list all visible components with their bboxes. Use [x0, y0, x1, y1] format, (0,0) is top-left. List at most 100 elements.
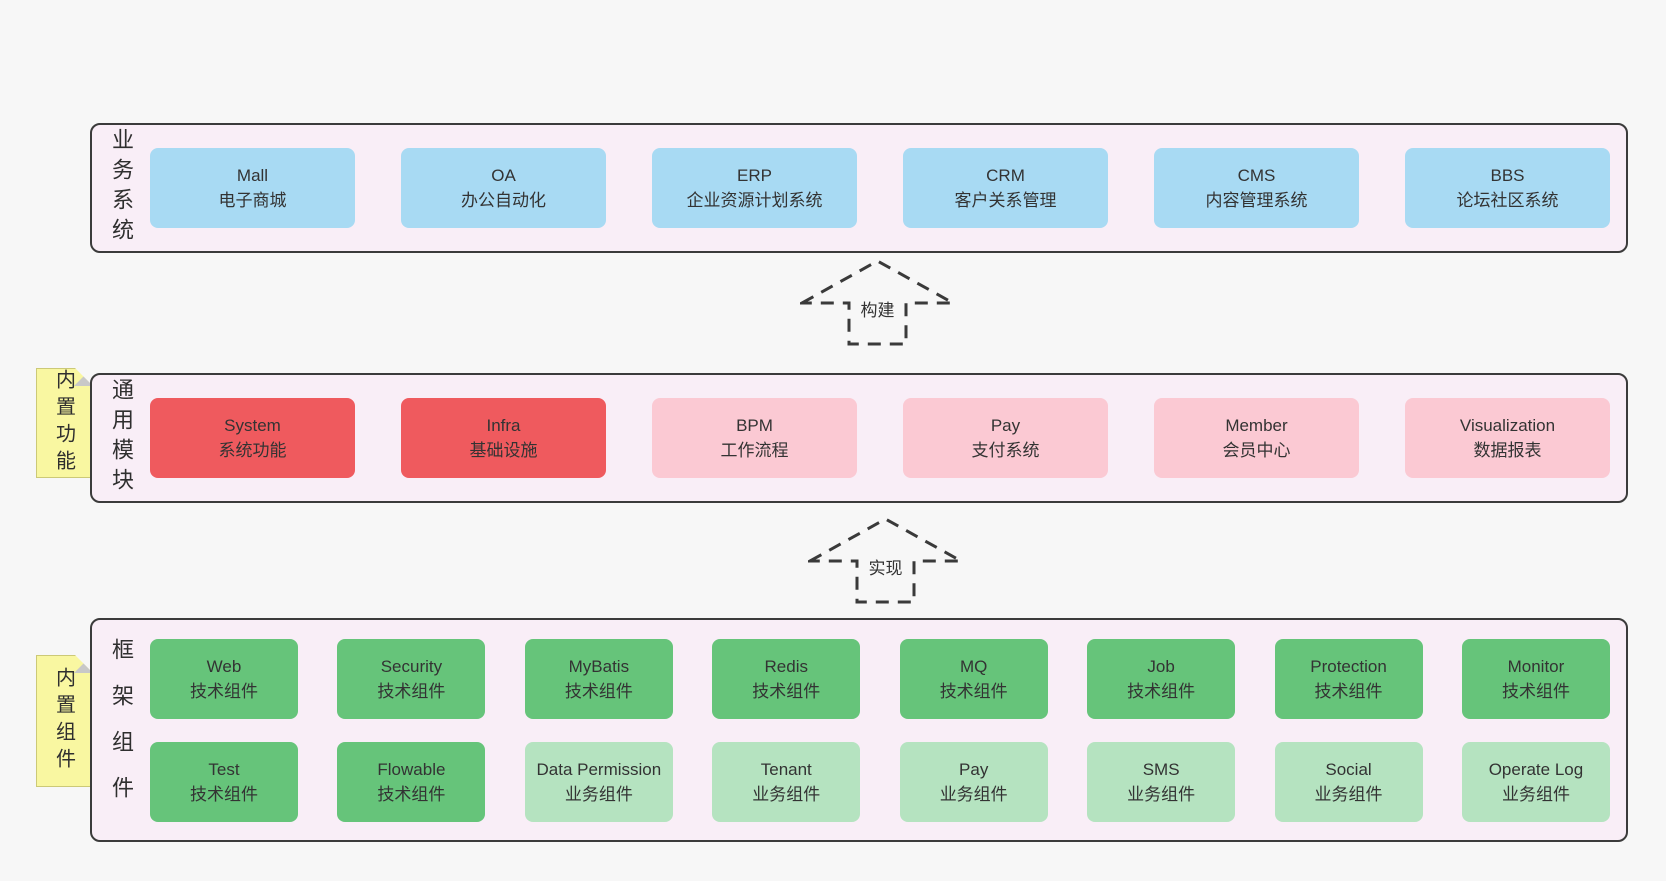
node-mall: Mall 电子商城	[150, 148, 355, 228]
node-subtitle: 业务组件	[939, 784, 1008, 804]
node-title: Pay	[990, 416, 1021, 435]
node-title: Redis	[764, 656, 808, 676]
sticky-note-builtin-features: 内置功能	[36, 368, 92, 478]
node-pay: Pay 支付系统	[903, 398, 1108, 478]
node-operate-log: Operate Log 业务组件	[1461, 741, 1610, 822]
node-bbs: BBS 论坛社区系统	[1405, 148, 1610, 228]
sticky-note-label: 内置功能	[52, 369, 75, 477]
node-subtitle: 技术组件	[1501, 681, 1570, 701]
node-job: Job 技术组件	[1087, 638, 1236, 719]
node-title: MyBatis	[568, 656, 630, 676]
node-subtitle: 技术组件	[1314, 681, 1383, 701]
node-title: Monitor	[1507, 656, 1565, 676]
node-subtitle: 业务组件	[752, 784, 821, 804]
node-redis: Redis 技术组件	[712, 638, 861, 719]
node-subtitle: 会员中心	[1222, 441, 1291, 460]
node-subtitle: 客户关系管理	[954, 191, 1057, 210]
layer-boxes: Web 技术组件 Security 技术组件 MyBatis 技术组件 Redi…	[150, 620, 1626, 840]
node-monitor: Monitor 技术组件	[1461, 638, 1610, 719]
node-mq: MQ 技术组件	[899, 638, 1048, 719]
node-subtitle: 电子商城	[218, 191, 287, 210]
node-security: Security 技术组件	[337, 638, 486, 719]
node-subtitle: 系统功能	[218, 441, 287, 460]
node-subtitle: 业务组件	[1314, 784, 1383, 804]
node-subtitle: 技术组件	[939, 681, 1008, 701]
node-title: Member	[1225, 416, 1288, 435]
node-title: Pay	[959, 759, 989, 779]
node-subtitle: 工作流程	[720, 441, 789, 460]
layer-framework-components: 框架组件 Web 技术组件 Security 技术组件 MyBatis 技术组件…	[90, 618, 1628, 842]
node-oa: OA 办公自动化	[401, 148, 606, 228]
sticky-fold-icon	[74, 369, 91, 386]
node-title: BPM	[736, 416, 773, 435]
node-title: ERP	[737, 166, 772, 185]
arrow-implement-up: 实现	[808, 517, 963, 604]
box-row: Test 技术组件 Flowable 技术组件 Data Permission …	[150, 741, 1610, 822]
node-web: Web 技术组件	[150, 638, 298, 719]
node-title: Web	[206, 656, 242, 676]
node-system: System 系统功能	[150, 398, 355, 478]
node-subtitle: 技术组件	[377, 784, 446, 804]
layer-label: 业务系统	[109, 128, 134, 248]
arrow-build-up: 构建	[800, 259, 955, 346]
node-title: Protection	[1310, 656, 1387, 676]
node-subtitle: 技术组件	[564, 681, 633, 701]
sticky-note-label: 内置组件	[52, 667, 75, 775]
node-visualization: Visualization 数据报表	[1405, 398, 1610, 478]
layer-label-column: 框架组件	[92, 620, 150, 840]
node-title: CRM	[986, 166, 1025, 185]
node-tenant: Tenant 业务组件	[712, 741, 861, 822]
node-test: Test 技术组件	[150, 741, 298, 822]
node-protection: Protection 技术组件	[1274, 638, 1423, 719]
node-subtitle: 数据报表	[1473, 441, 1542, 460]
node-subtitle: 办公自动化	[461, 191, 546, 210]
node-title: Tenant	[760, 759, 812, 779]
node-subtitle: 企业资源计划系统	[686, 191, 823, 210]
node-data-permission: Data Permission 业务组件	[524, 741, 673, 822]
node-subtitle: 业务组件	[1127, 784, 1196, 804]
node-title: Data Permission	[536, 759, 662, 779]
node-cms: CMS 内容管理系统	[1154, 148, 1359, 228]
block-arrow-up-icon	[808, 517, 963, 604]
node-flowable: Flowable 技术组件	[337, 741, 486, 822]
node-subtitle: 业务组件	[564, 784, 633, 804]
layer-common-modules: 通用模块 System 系统功能 Infra 基础设施 BPM 工作流程 Pay	[90, 373, 1628, 503]
node-crm: CRM 客户关系管理	[903, 148, 1108, 228]
node-title: Flowable	[377, 759, 446, 779]
node-title: System	[224, 416, 281, 435]
node-subtitle: 技术组件	[190, 681, 258, 701]
sticky-fold-icon	[74, 656, 91, 673]
node-title: Infra	[486, 416, 521, 435]
arrow-label: 构建	[861, 301, 895, 320]
node-title: Visualization	[1459, 416, 1556, 435]
sticky-note-builtin-components: 内置组件	[36, 655, 92, 787]
node-title: Social	[1325, 759, 1372, 779]
node-title: Test	[208, 759, 240, 779]
node-infra: Infra 基础设施	[401, 398, 606, 478]
node-subtitle: 基础设施	[469, 441, 538, 460]
node-subtitle: 技术组件	[752, 681, 821, 701]
node-title: CMS	[1237, 166, 1276, 185]
node-subtitle: 技术组件	[377, 681, 446, 701]
arrow-label-background	[861, 552, 910, 582]
node-subtitle: 技术组件	[190, 784, 258, 804]
node-title: Mall	[236, 166, 269, 185]
node-title: OA	[491, 166, 516, 185]
node-title: Job	[1147, 656, 1175, 676]
node-subtitle: 内容管理系统	[1205, 191, 1308, 210]
node-title: BBS	[1490, 166, 1525, 185]
node-bpm: BPM 工作流程	[652, 398, 857, 478]
node-subtitle: 支付系统	[971, 441, 1040, 460]
node-sms: SMS 业务组件	[1087, 741, 1236, 822]
box-row: Web 技术组件 Security 技术组件 MyBatis 技术组件 Redi…	[150, 638, 1610, 719]
node-member: Member 会员中心	[1154, 398, 1359, 478]
node-mybatis: MyBatis 技术组件	[524, 638, 673, 719]
node-title: MQ	[959, 656, 988, 676]
node-subtitle: 技术组件	[1127, 681, 1196, 701]
layer-label: 通用模块	[109, 378, 134, 498]
node-subtitle: 论坛社区系统	[1456, 191, 1559, 210]
box-row: Mall 电子商城 OA 办公自动化 ERP 企业资源计划系统 CRM 客户关系…	[150, 148, 1610, 228]
node-erp: ERP 企业资源计划系统	[652, 148, 857, 228]
node-pay-business: Pay 业务组件	[899, 741, 1048, 822]
